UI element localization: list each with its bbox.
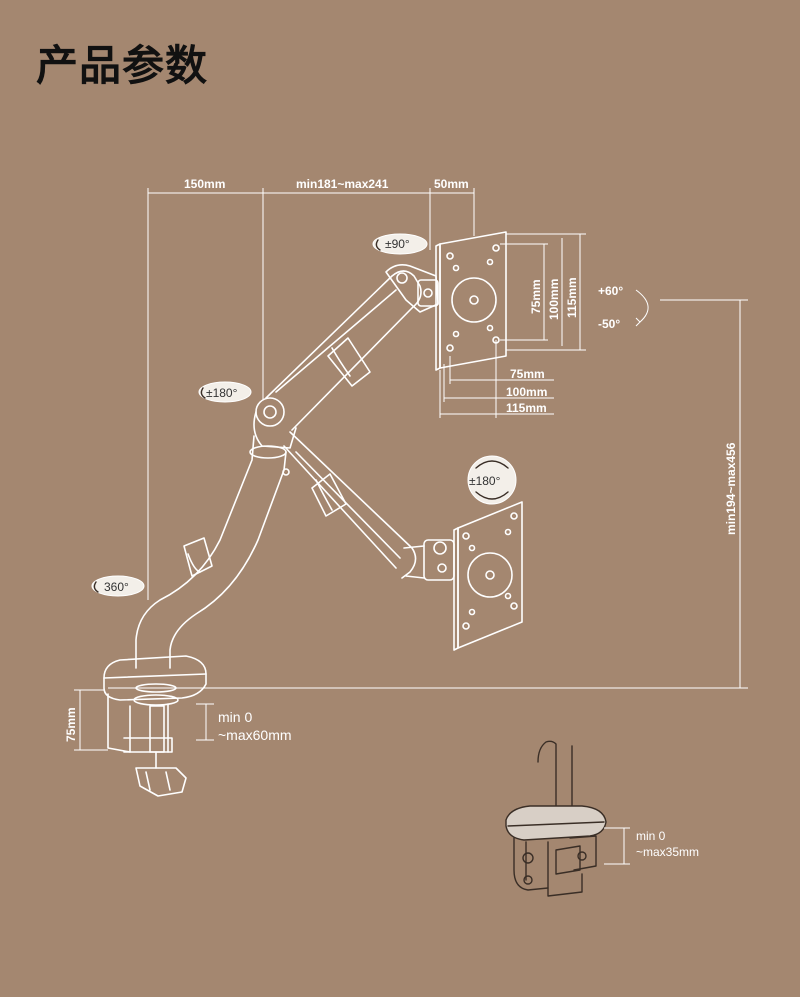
vesa-vertical-dims	[500, 233, 586, 351]
svg-text:±180°: ±180°	[206, 386, 238, 400]
lower-arm	[282, 431, 455, 581]
dim-vesa-100-vertical: 100mm	[547, 279, 561, 320]
dim-vesa-75-horizontal: 75mm	[510, 367, 545, 381]
main-pole	[135, 435, 287, 669]
upper-arm	[253, 264, 439, 449]
rotation-badge-elbow-bottom: ±180°	[467, 455, 517, 505]
grommet-dims	[604, 827, 630, 865]
rotate-arrow-icon	[93, 581, 99, 593]
height-dimension-lines	[108, 299, 748, 689]
page-title: 产品参数	[36, 41, 209, 90]
dim-50mm: 50mm	[434, 177, 469, 191]
dim-vesa-115-vertical: 115mm	[565, 277, 579, 318]
rotate-arrow-icon	[200, 387, 206, 399]
grommet-clamp-detail	[505, 740, 607, 897]
top-dimension-lines	[147, 188, 475, 600]
tilt-up-label: +60°	[598, 284, 623, 298]
dim-clamp-75mm: 75mm	[64, 707, 78, 742]
dim-vesa-75-vertical: 75mm	[529, 279, 543, 314]
upper-vesa-plate	[435, 231, 507, 371]
rotation-badge-base: 360°	[91, 575, 145, 597]
dim-height-range: min194~max456	[724, 442, 738, 535]
svg-text:±90°: ±90°	[385, 237, 410, 251]
vesa-horizontal-dims	[439, 340, 554, 418]
svg-text:360°: 360°	[104, 580, 129, 594]
dim-vesa-115-horizontal: 115mm	[506, 401, 547, 415]
desk-clamp	[103, 655, 207, 797]
dim-grommet-max: ~max35mm	[636, 845, 699, 859]
dim-reach-range: min181~max241	[296, 177, 389, 191]
clamp-dims	[74, 689, 214, 751]
svg-text:±180°: ±180°	[469, 474, 501, 488]
dim-grommet-min: min 0	[636, 829, 666, 843]
tilt-arrow-icon	[635, 289, 649, 323]
tilt-down-label: -50°	[598, 317, 620, 331]
rotation-badge-elbow-top: ±180°	[198, 381, 252, 403]
lower-vesa-plate	[453, 501, 523, 651]
dim-150mm: 150mm	[184, 177, 225, 191]
tilt-indicator: +60° -50°	[598, 284, 649, 331]
dim-vesa-100-horizontal: 100mm	[506, 385, 547, 399]
dim-clamp-max: ~max60mm	[218, 727, 292, 743]
rotation-badge-head: ±90°	[372, 233, 428, 255]
dim-clamp-min: min 0	[218, 709, 252, 725]
rotate-arrow-icon	[375, 239, 381, 251]
rotate-arrow-icon	[475, 460, 509, 469]
